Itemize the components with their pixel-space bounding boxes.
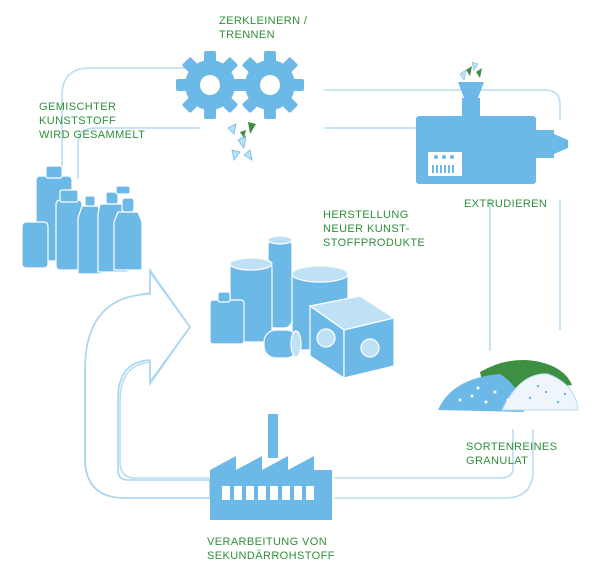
label-line: EXTRUDIEREN bbox=[464, 198, 548, 210]
label-collected-plastic: GEMISCHTER KUNSTSTOFF WIRD GESAMMELT bbox=[39, 100, 145, 142]
label-line: VERARBEITUNG VON bbox=[207, 536, 328, 548]
plastic-products-icon bbox=[209, 235, 396, 380]
label-line: GRANULAT bbox=[466, 455, 529, 467]
label-secondary-processing: VERARBEITUNG VON SEKUNDÄRROHSTOFF bbox=[207, 535, 335, 563]
label-new-products: HERSTELLUNG NEUER KUNST- STOFFPRODUKTE bbox=[323, 208, 425, 250]
label-line: ZERKLEINERN / bbox=[219, 15, 308, 27]
label-line: SEKUNDÄRROHSTOFF bbox=[207, 550, 335, 562]
label-line: TRENNEN bbox=[219, 29, 275, 41]
label-line: SORTENREINES bbox=[466, 441, 558, 453]
label-line: KUNSTSTOFF bbox=[39, 115, 117, 127]
plastic-bottles-icon bbox=[21, 165, 143, 275]
label-shredding: ZERKLEINERN / TRENNEN bbox=[219, 14, 307, 42]
granulate-piles-icon bbox=[438, 359, 579, 412]
label-line: GEMISCHTER bbox=[39, 101, 117, 113]
gears-icon bbox=[176, 51, 304, 161]
label-extrusion: EXTRUDIEREN bbox=[464, 197, 547, 211]
label-granulate: SORTENREINES GRANULAT bbox=[466, 440, 557, 468]
label-line: WIRD GESAMMELT bbox=[39, 129, 146, 141]
extruder-icon bbox=[416, 61, 568, 184]
label-line: HERSTELLUNG bbox=[323, 209, 409, 221]
label-line: NEUER KUNST- bbox=[323, 223, 410, 235]
factory-icon bbox=[210, 414, 332, 520]
label-line: STOFFPRODUKTE bbox=[323, 237, 426, 249]
cycle-arrow-icon bbox=[84, 269, 211, 499]
